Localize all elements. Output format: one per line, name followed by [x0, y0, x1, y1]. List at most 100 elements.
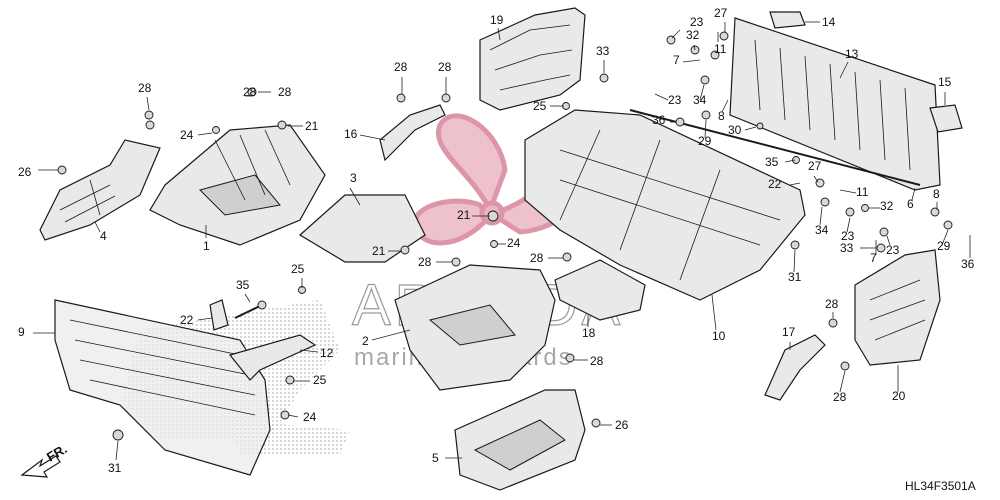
callout-label-c9: 9 — [18, 325, 25, 339]
callout-leader-c22a — [197, 317, 213, 321]
callout-label-c17: 17 — [782, 325, 796, 339]
callout-label-c2: 2 — [362, 334, 369, 348]
part-35-bolt — [234, 300, 267, 319]
part-17-bracket — [764, 334, 826, 401]
callout-leader-c34a — [699, 84, 705, 101]
callout-label-c4: 4 — [100, 229, 107, 243]
callout-label-c32a: 32 — [686, 28, 700, 42]
callout-label-c23d: 23 — [690, 15, 704, 29]
callout-leader-c27b — [813, 175, 819, 183]
callout-label-c24a: 24 — [180, 128, 194, 142]
callout-label-c11b: 11 — [856, 185, 869, 199]
part-10-main-frame — [524, 109, 806, 301]
callout-leader-c23a — [654, 93, 669, 101]
part-14-latch — [769, 11, 806, 29]
callout-label-c21c: 21 — [372, 244, 386, 258]
callout-label-c20: 20 — [892, 389, 906, 403]
part-2-center-tub — [394, 264, 556, 391]
callout-label-c23c: 23 — [886, 243, 900, 257]
callout-label-c23a: 23 — [668, 93, 682, 107]
callout-leader-c19 — [497, 27, 501, 41]
part-22-hook — [209, 299, 229, 331]
callout-label-c24b: 24 — [507, 236, 521, 250]
callout-label-c24c: 24 — [303, 410, 317, 424]
callout-label-c7a: 7 — [673, 53, 680, 67]
part-3-cover-plate — [298, 194, 426, 263]
callout-label-c28h: 28 — [825, 297, 839, 311]
callout-leader-c11b — [839, 189, 857, 194]
callout-label-c6: 6 — [907, 197, 914, 211]
callout-label-c31b: 31 — [788, 270, 802, 284]
callout-label-c10: 10 — [712, 329, 726, 343]
callout-leader-c22b — [789, 182, 801, 186]
part-19-side-panel — [479, 7, 586, 111]
part-16-bracket — [379, 104, 446, 162]
callout-label-c13: 13 — [845, 47, 859, 61]
callout-label-c22a: 22 — [180, 313, 194, 327]
callout-label-c8b: 8 — [933, 187, 940, 201]
part-1-front-tub — [149, 124, 326, 246]
callout-label-c28d: 28 — [438, 60, 452, 74]
callout-label-c25b: 25 — [533, 99, 547, 113]
callout-leader-c28i — [839, 370, 846, 393]
callout-label-c1: 1 — [203, 239, 210, 253]
callout-leader-c31a — [115, 440, 119, 461]
callout-leader-c28a — [146, 96, 150, 111]
callout-label-c23b: 23 — [841, 229, 855, 243]
callout-leader-c7a — [682, 59, 701, 63]
part-20-side-panel — [854, 249, 941, 366]
callout-label-c28g: 28 — [590, 354, 604, 368]
callout-label-c18: 18 — [582, 326, 596, 340]
part-13-tailgate — [729, 17, 941, 191]
callout-leader-c12 — [299, 349, 319, 353]
callout-leader-c30 — [744, 126, 757, 131]
callout-leader-c10 — [711, 294, 717, 331]
callout-leader-c2 — [371, 329, 411, 341]
callout-label-c29b: 29 — [937, 239, 951, 253]
callout-label-c34b: 34 — [815, 223, 829, 237]
callout-leader-c31b — [793, 249, 796, 273]
callout-label-c29a: 29 — [698, 134, 712, 148]
callout-leader-c23c — [886, 235, 891, 246]
callout-label-c12: 12 — [320, 346, 334, 360]
callout-leader-c29b — [941, 229, 949, 246]
callout-leader-c16 — [359, 134, 386, 141]
callout-leader-c24c — [287, 414, 299, 418]
callout-label-c25c: 25 — [313, 373, 327, 387]
callout-label-c28b: 28 — [278, 85, 292, 99]
callout-label-c31a: 31 — [108, 461, 122, 475]
callout-leader-c35a — [244, 293, 251, 303]
callout-label-c11a: 11 — [714, 42, 727, 56]
callout-label-c28j: 28 — [243, 85, 257, 99]
callout-label-c26a: 26 — [18, 165, 32, 179]
callout-label-c19: 19 — [490, 13, 504, 27]
part-12-mount-bracket — [228, 334, 317, 381]
diagram-ref-code: HL34F3501A — [905, 479, 976, 493]
callout-label-c21b: 21 — [457, 208, 471, 222]
callout-leader-c6 — [911, 187, 916, 201]
callout-label-c34a: 34 — [693, 93, 707, 107]
callout-leader-c8a — [721, 99, 729, 113]
callout-label-c35a: 35 — [236, 278, 250, 292]
callout-label-c30: 30 — [728, 123, 742, 137]
callout-label-c27b: 27 — [808, 159, 822, 173]
callout-leader-c23d — [671, 29, 681, 39]
callout-label-c28c: 28 — [394, 60, 408, 74]
callout-label-c33a: 33 — [596, 44, 610, 58]
callout-label-c28i: 28 — [833, 390, 847, 404]
callout-label-c15: 15 — [938, 75, 952, 89]
callout-label-c22b: 22 — [768, 177, 782, 191]
callout-label-c32b: 32 — [880, 199, 894, 213]
callout-leader-c3 — [349, 187, 361, 206]
part-15-latch — [929, 104, 963, 133]
callout-label-c36b: 36 — [961, 257, 975, 271]
callout-label-c28a: 28 — [138, 81, 152, 95]
part-4-side-guard — [39, 139, 161, 241]
callout-label-c7b: 7 — [870, 251, 877, 265]
callout-label-c28e: 28 — [418, 255, 432, 269]
callout-leader-c24a — [197, 132, 213, 136]
callout-label-c25a: 25 — [291, 262, 305, 276]
part-18-tray — [554, 259, 646, 321]
